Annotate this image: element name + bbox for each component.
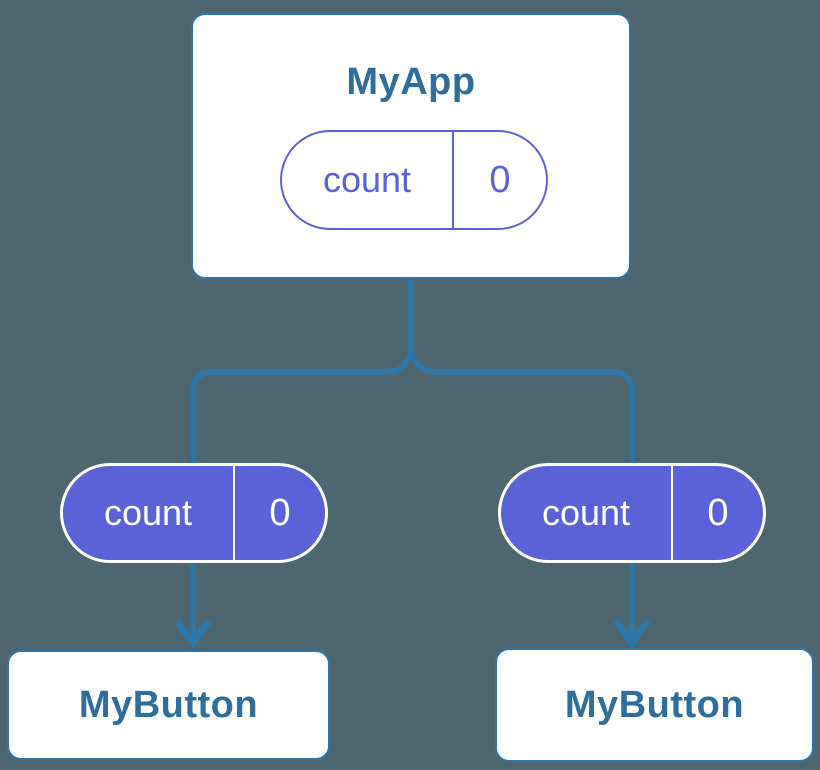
prop-value: 0 [707,491,729,534]
left-child-component-card: MyButton [7,650,330,760]
right-prop-pill: count 0 [498,463,766,563]
arrow-down-icon-left [174,618,212,649]
state-value: 0 [489,158,511,201]
prop-value: 0 [269,491,291,534]
pill-divider [452,132,454,228]
prop-name: count [103,492,193,533]
pill-divider [233,466,235,560]
connector-root-to-left-child [190,277,414,463]
root-component-card: MyApp [191,13,631,279]
root-component-title: MyApp [346,61,476,103]
state-name: count [322,159,412,200]
arrow-down-icon-right [613,618,651,649]
right-child-component-title: MyButton [564,683,745,726]
right-child-component-card: MyButton [495,648,814,762]
left-prop-pill: count 0 [60,463,328,563]
pill-divider [671,466,673,560]
prop-name: count [541,492,631,533]
root-state-pill: count 0 [280,130,548,230]
left-child-component-title: MyButton [78,683,259,726]
connector-root-to-right-child [408,277,635,463]
